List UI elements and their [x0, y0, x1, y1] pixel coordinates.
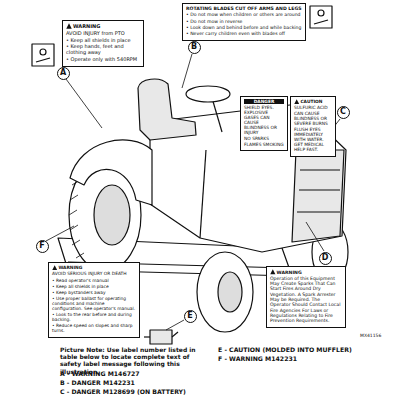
decal-text: • Keep bystanders away	[52, 290, 136, 295]
label-list-item: F - WARNING M142231	[218, 355, 388, 362]
spark-warning-decal: WARNINGOperation of this Equipment May C…	[266, 266, 346, 328]
battery-caution-decal: CAUTIONSULFURIC ACID CAN CAUSE BLINDNESS…	[290, 96, 336, 157]
callout-letter: C	[337, 106, 350, 119]
decal-text: • Reduce speed on slopes and sharp turns…	[52, 323, 136, 333]
warning-triangle	[294, 99, 299, 104]
decal-text: • Look to the rear before and during bac…	[52, 312, 136, 322]
label-list-item: E - CAUTION (MOLDED INTO MUFFLER)	[218, 346, 388, 353]
decal-text: • Keep hands, feet and clothing away	[66, 44, 140, 56]
figure-number: MX41156	[360, 333, 396, 338]
label-list-item: A - WARNING M146727	[60, 370, 210, 377]
decal-text: AVOID INJURY from PTO	[66, 31, 140, 37]
callout-letter: D	[319, 252, 332, 265]
decal-text: • Never carry children even with blades …	[186, 31, 302, 36]
warning-triangle	[52, 265, 57, 270]
decal-text: • Operate only with 540RPM	[66, 57, 140, 63]
decal-text: NO SPARKS FLAMES SMOKING	[244, 136, 284, 146]
decal-text: • Read operator's manual	[52, 278, 136, 283]
callout-letter-text: C	[340, 108, 346, 116]
callout-letter-text: B	[191, 43, 197, 51]
pto-warning-decal: WARNINGAVOID INJURY from PTO• Keep all s…	[62, 20, 144, 67]
callout-letter-text: F	[39, 242, 44, 250]
decal-text: SHIELD EYES. EXPLOSIVE GASES CAN CAUSE B…	[244, 105, 284, 135]
decal-text: • Use proper ballast for operating condi…	[52, 296, 136, 311]
safety-warning-decal: WARNINGAVOID SERIOUS INJURY OR DEATH • Re…	[48, 262, 140, 338]
decal-heading: CAUTION	[294, 99, 332, 104]
decal-heading: ROTATING BLADES CUT OFF ARMS AND LEGS	[186, 6, 302, 11]
decal-heading: WARNING	[52, 265, 136, 270]
decal-text: AVOID SERIOUS INJURY OR DEATH	[52, 271, 136, 276]
callout-letter: E	[184, 310, 197, 323]
decal-text: • Look down and behind before and while …	[186, 25, 302, 30]
decal-text: • Do not mow in reverse	[186, 19, 302, 24]
callout-letter-text: A	[60, 69, 66, 77]
decal-text: SULFURIC ACID CAN CAUSE BLINDNESS OR SEV…	[294, 105, 332, 125]
callout-letter: B	[188, 41, 201, 54]
battery-danger-decal: DANGERSHIELD EYES. EXPLOSIVE GASES CAN C…	[240, 96, 288, 151]
decal-text: FLUSH EYES IMMEDIATELY WITH WATER. GET M…	[294, 127, 332, 152]
warning-triangle	[66, 23, 72, 29]
decal-text: • Do not mow when children or others are…	[186, 12, 302, 17]
callout-letter: F	[36, 240, 49, 253]
decal-heading: WARNING	[66, 23, 140, 30]
decal-text: • Keep all shields in place	[52, 284, 136, 289]
blade-warning-decal: ROTATING BLADES CUT OFF ARMS AND LEGS• D…	[182, 3, 306, 41]
decal-text: • Keep all shields in place	[66, 38, 140, 44]
label-list-item: C - DANGER M128699 (ON BATTERY)	[60, 388, 210, 395]
warning-triangle	[270, 269, 276, 275]
callout-letter-text: E	[187, 312, 192, 320]
decal-heading: WARNING	[270, 269, 342, 275]
decal-text: Operation of this Equipment May Create S…	[270, 276, 342, 324]
callout-letter: A	[57, 67, 70, 80]
callout-letter-text: D	[322, 254, 329, 262]
decal-heading: DANGER	[244, 99, 284, 104]
label-list-item: B - DANGER M142231	[60, 379, 210, 386]
